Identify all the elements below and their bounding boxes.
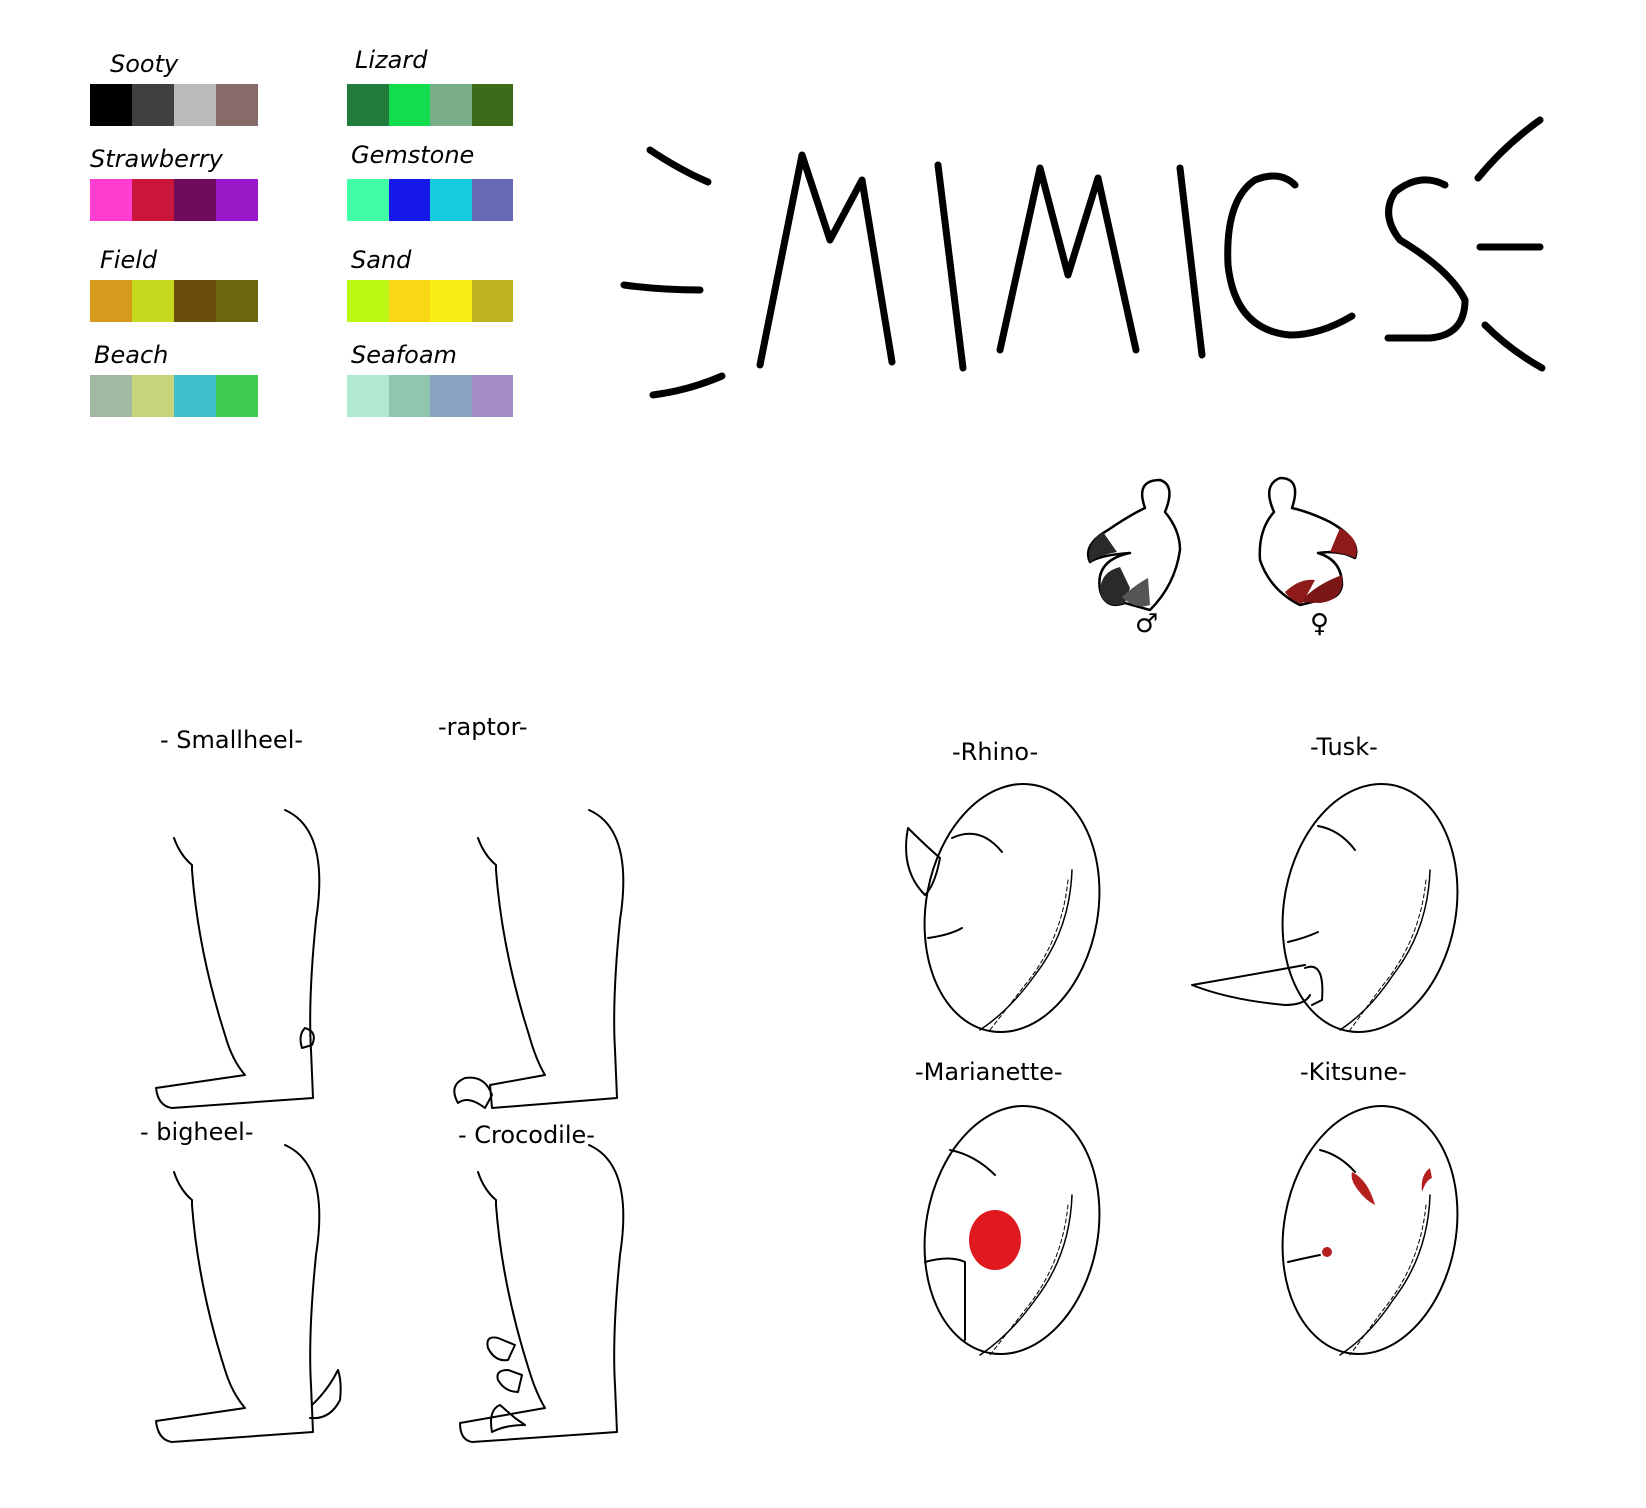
palette-name: Strawberry bbox=[90, 145, 223, 173]
egg-label: -Marianette- bbox=[915, 1058, 1063, 1086]
swatch bbox=[430, 179, 472, 221]
swatch bbox=[90, 84, 132, 126]
swatch-row bbox=[90, 280, 258, 322]
female-hand-icon bbox=[1258, 476, 1358, 607]
swatch bbox=[430, 375, 472, 417]
male-hand-icon bbox=[1086, 478, 1182, 612]
swatch-row bbox=[90, 375, 258, 417]
egg-rhino: -Rhino- bbox=[905, 738, 1101, 1034]
marianette-marking bbox=[969, 1210, 1021, 1270]
swatch bbox=[471, 179, 513, 221]
leg-label: -raptor- bbox=[438, 713, 528, 741]
palette-name: Gemstone bbox=[351, 141, 475, 169]
swatch bbox=[174, 375, 216, 417]
swatch bbox=[347, 280, 389, 322]
leg-label: - bigheel- bbox=[140, 1118, 254, 1146]
swatch bbox=[132, 280, 174, 322]
palette-name: Beach bbox=[94, 341, 169, 369]
leg-smallheel: - Smallheel- bbox=[155, 726, 321, 1109]
swatch bbox=[216, 375, 258, 417]
male-symbol: ♂ bbox=[1135, 609, 1158, 639]
swatch bbox=[174, 280, 216, 322]
swatch-row bbox=[347, 179, 513, 221]
swatch bbox=[471, 84, 513, 126]
swatch bbox=[90, 375, 132, 417]
swatch bbox=[430, 280, 472, 322]
swatch bbox=[347, 84, 389, 126]
swatch-row bbox=[90, 179, 258, 221]
palette-name: Field bbox=[100, 246, 158, 274]
swatch bbox=[388, 375, 430, 417]
egg-label: -Rhino- bbox=[952, 738, 1038, 766]
kitsune-marking bbox=[1351, 1172, 1375, 1205]
swatch bbox=[388, 84, 430, 126]
swatch bbox=[430, 84, 472, 126]
leg-raptor: -raptor- bbox=[438, 713, 625, 1109]
swatch-row bbox=[347, 84, 513, 126]
kitsune-marking bbox=[1322, 1247, 1332, 1257]
kitsune-marking bbox=[1421, 1168, 1432, 1192]
swatch bbox=[471, 280, 513, 322]
palette-name: Seafoam bbox=[351, 341, 457, 369]
female-symbol: ♀ bbox=[1310, 609, 1329, 639]
swatch bbox=[388, 179, 430, 221]
egg-label: -Tusk- bbox=[1310, 733, 1378, 761]
swatch bbox=[132, 84, 174, 126]
swatch bbox=[347, 375, 389, 417]
leg-bigheel: - bigheel- bbox=[140, 1118, 342, 1443]
swatch bbox=[471, 375, 513, 417]
swatch bbox=[90, 280, 132, 322]
swatch-row bbox=[347, 280, 513, 322]
swatch bbox=[132, 179, 174, 221]
swatch bbox=[216, 179, 258, 221]
swatch bbox=[132, 375, 174, 417]
swatch bbox=[174, 84, 216, 126]
swatch bbox=[174, 179, 216, 221]
leg-label: - Smallheel- bbox=[160, 726, 303, 754]
palette-name: Lizard bbox=[355, 46, 428, 74]
palette-name: Sand bbox=[351, 246, 412, 274]
swatch bbox=[216, 280, 258, 322]
swatch bbox=[388, 280, 430, 322]
swatch bbox=[347, 179, 389, 221]
swatch bbox=[216, 84, 258, 126]
egg-kitsune: -Kitsune- bbox=[1281, 1058, 1459, 1356]
egg-label: -Kitsune- bbox=[1300, 1058, 1407, 1086]
egg-tusk: -Tusk- bbox=[1191, 733, 1459, 1034]
swatch-row bbox=[347, 375, 513, 417]
egg-marianette: -Marianette- bbox=[915, 1058, 1101, 1356]
swatch bbox=[90, 179, 132, 221]
palette-name: Sooty bbox=[110, 50, 179, 78]
leg-crocodile: - Crocodile- bbox=[458, 1121, 625, 1443]
mimics-title-lettering bbox=[620, 116, 1546, 399]
swatch-row bbox=[90, 84, 258, 126]
leg-label: - Crocodile- bbox=[458, 1121, 595, 1149]
